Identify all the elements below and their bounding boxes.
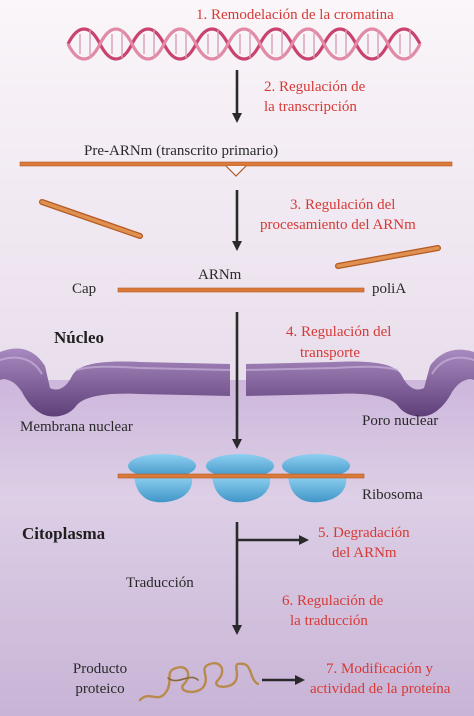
- nuclear-membrane-label: Membrana nuclear: [20, 419, 133, 435]
- step-3-label-line2: procesamiento del ARNm: [260, 217, 416, 233]
- step-5-label-line1: 5. Degradación: [318, 525, 410, 541]
- cytoplasm-label: Citoplasma: [22, 524, 106, 543]
- protein-product-label-line2: proteico: [75, 681, 125, 697]
- ribosome-label: Ribosoma: [362, 487, 423, 503]
- step-7-label-line2: actividad de la proteína: [310, 681, 451, 697]
- step-2-label-line1: 2. Regulación de: [264, 79, 366, 95]
- step-4-label-line2: transporte: [300, 345, 360, 361]
- pre-mrna-label: Pre-ARNm (transcrito primario): [84, 143, 279, 159]
- mrna-label: ARNm: [198, 267, 242, 283]
- nuclear-membrane: [0, 348, 474, 417]
- step-6-label-line2: la traducción: [290, 613, 368, 629]
- nuclear-pore-label: Poro nuclear: [362, 413, 439, 429]
- ribosome-group: [117, 454, 365, 503]
- step-6-label-line1: 6. Regulación de: [282, 593, 384, 609]
- step-2-label-line2: la transcripción: [264, 99, 357, 115]
- step-1-label: 1. Remodelación de la cromatina: [196, 7, 394, 23]
- step-4-label-line1: 4. Regulación del: [286, 324, 392, 340]
- protein-product: [138, 662, 260, 702]
- excised-intron-left: [39, 199, 143, 239]
- protein-product-label-line1: Producto: [72, 661, 128, 677]
- mrna-strand: [117, 287, 365, 293]
- step-7-label-line1: 7. Modificación y: [326, 661, 434, 677]
- nucleus-label: Núcleo: [54, 328, 105, 347]
- step-3-label-line1: 3. Regulación del: [290, 197, 396, 213]
- flow-arrows: [232, 70, 309, 685]
- dna-helix: [66, 27, 422, 61]
- pre-mrna-strand: [19, 161, 453, 177]
- translation-label: Traducción: [126, 575, 194, 591]
- step-5-label-line2: del ARNm: [332, 545, 397, 561]
- polia-label: poliA: [372, 281, 407, 297]
- cap-label: Cap: [72, 281, 97, 297]
- excised-intron-right: [335, 245, 441, 269]
